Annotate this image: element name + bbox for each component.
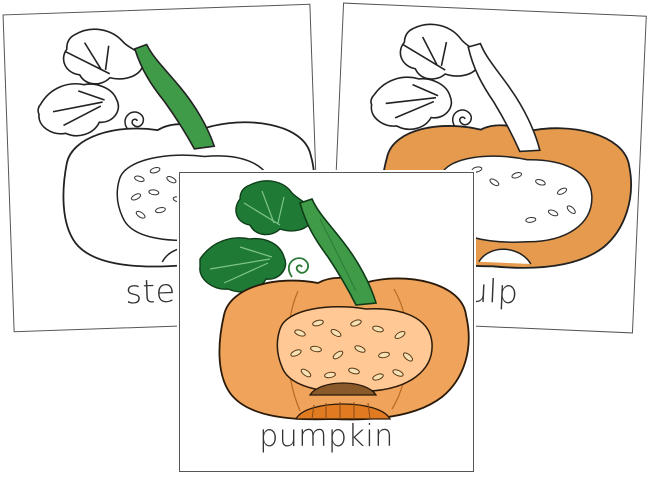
pumpkin-full-illustration	[199, 180, 470, 421]
card-label: pumpkin	[259, 419, 394, 454]
pulp-card[interactable]: pulp	[329, 2, 647, 334]
pumpkin-card[interactable]: pumpkin	[179, 172, 474, 472]
pumpkin-pulp-illustration	[370, 23, 632, 269]
